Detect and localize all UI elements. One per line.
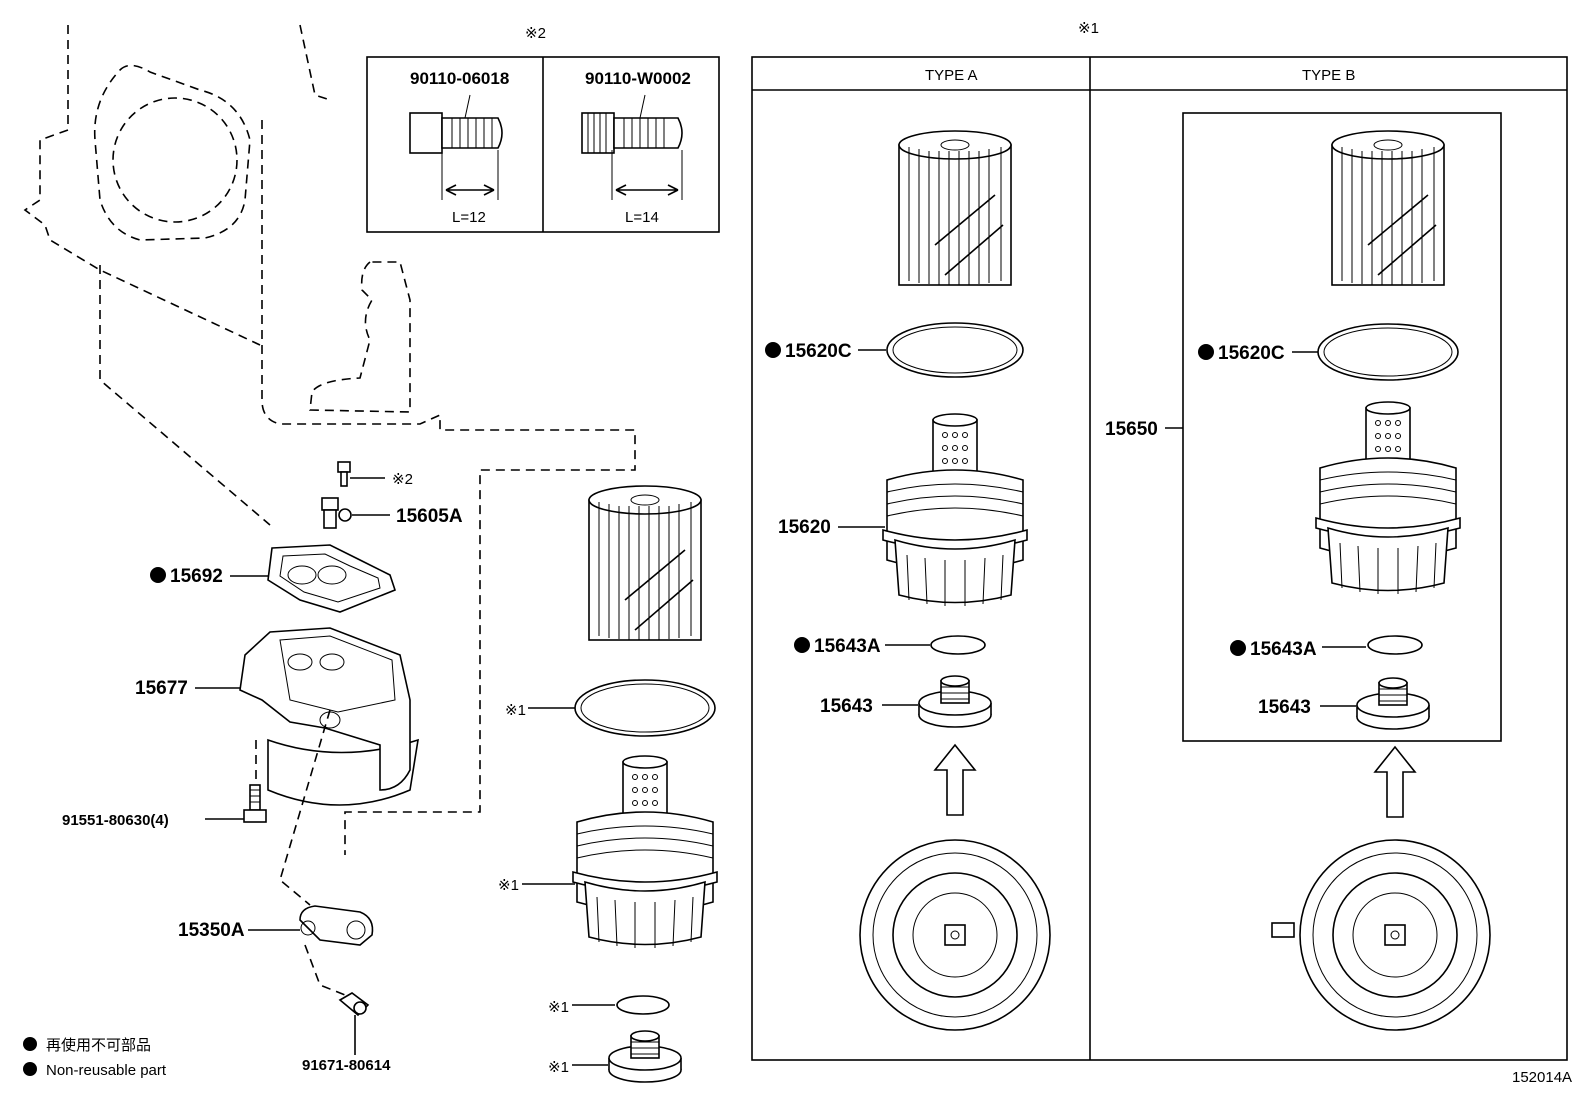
ref1-left-oring-label: ※1 [548, 999, 569, 1016]
type-panels-frame [751, 56, 1568, 1061]
bolt-91671-icon [338, 992, 370, 1017]
type-b-up-arrow-icon [1374, 746, 1416, 818]
type-b-cap-top-view-icon [1299, 839, 1491, 1031]
type-b-15620c-label: 15620C [1218, 343, 1285, 364]
legend-dot-jp [23, 1037, 37, 1051]
inset-left-length-label: L=12 [452, 209, 486, 226]
non-reusable-dot-a-15643a [794, 637, 810, 653]
type-a-filter-element-icon [898, 130, 1012, 286]
part-91551-label: 91551-80630(4) [62, 812, 169, 829]
part-15692-label: 15692 [170, 566, 223, 587]
type-a-15643-label: 15643 [820, 696, 873, 717]
part-15677-label: 15677 [135, 678, 188, 699]
type-a-title: TYPE A [925, 67, 978, 84]
inset-left-part-label: 90110-06018 [410, 69, 509, 88]
type-a-drain-plug-icon [918, 675, 992, 728]
type-panels-ref-label: ※1 [1078, 20, 1099, 37]
non-reusable-dot-b-15643a [1230, 640, 1246, 656]
ref1-left-cap-label: ※1 [498, 877, 519, 894]
ref1-left-ring-label: ※1 [505, 702, 526, 719]
type-a-15643a-label: 15643A [814, 636, 881, 657]
oil-filter-element-left-icon [588, 485, 702, 641]
type-b-filter-element-icon [1331, 130, 1445, 286]
part-91671-label: 91671-80614 [302, 1057, 391, 1074]
bolt-ref2-icon [337, 461, 385, 487]
gasket-15692-icon [267, 544, 396, 613]
type-b-assembly-box [1182, 112, 1502, 742]
ref1-left-plug-label: ※1 [548, 1059, 569, 1076]
figure-id-label: 152014A [1512, 1069, 1572, 1086]
non-reusable-dot-a-15620c [765, 342, 781, 358]
inset-right-length-label: L=14 [625, 209, 659, 226]
type-b-o-ring-icon [1317, 323, 1459, 381]
bolt-90110-06018-icon [409, 94, 503, 200]
small-o-ring-left-icon [616, 995, 670, 1015]
union-15605a-icon [321, 497, 390, 529]
type-b-panel: 15620C 15650 15643A 15643 [1105, 130, 1491, 1031]
oil-filter-bracket-15677-icon [239, 627, 419, 806]
type-b-15643a-label: 15643A [1250, 639, 1317, 660]
non-reusable-dot-15692 [150, 567, 166, 583]
type-a-15620c-label: 15620C [785, 341, 852, 362]
inset-right-part-label: 90110-W0002 [585, 69, 691, 88]
non-reusable-dot-b-15620c [1198, 344, 1214, 360]
inset-ref-label: ※2 [525, 25, 546, 42]
oil-filter-cap-left-icon [572, 755, 718, 949]
type-b-small-o-ring-icon [1367, 635, 1423, 655]
part-15350a-label: 15350A [178, 920, 245, 941]
type-a-cap-top-view-icon [859, 839, 1051, 1031]
drain-plug-left-icon [608, 1030, 682, 1083]
legend-jp-text: 再使用不可部品 [46, 1037, 151, 1054]
legend-en-text: Non-reusable part [46, 1062, 167, 1079]
ref2-label: ※2 [392, 471, 413, 488]
o-ring-left-icon [574, 679, 716, 737]
type-a-filter-cap-icon [882, 413, 1028, 607]
type-a-o-ring-icon [886, 322, 1024, 378]
type-a-small-o-ring-icon [930, 635, 986, 655]
type-b-drain-plug-icon [1356, 677, 1430, 730]
type-b-filter-cap-icon [1315, 401, 1461, 595]
type-b-15643-label: 15643 [1258, 697, 1311, 718]
bolt-90110-w0002-icon [581, 94, 683, 200]
type-b-title: TYPE B [1302, 67, 1355, 84]
engine-block-outline [23, 24, 636, 855]
type-b-15650-label: 15650 [1105, 419, 1158, 440]
type-a-15620-label: 15620 [778, 517, 831, 538]
part-15605a-label: 15605A [396, 506, 463, 527]
type-a-up-arrow-icon [934, 744, 976, 816]
bolt-91551-icon [243, 784, 267, 823]
legend-dot-en [23, 1062, 37, 1076]
type-a-panel: 15620C 15620 15643A 15643 [765, 130, 1051, 1031]
oil-pressure-switch-15350a-icon [299, 905, 374, 946]
